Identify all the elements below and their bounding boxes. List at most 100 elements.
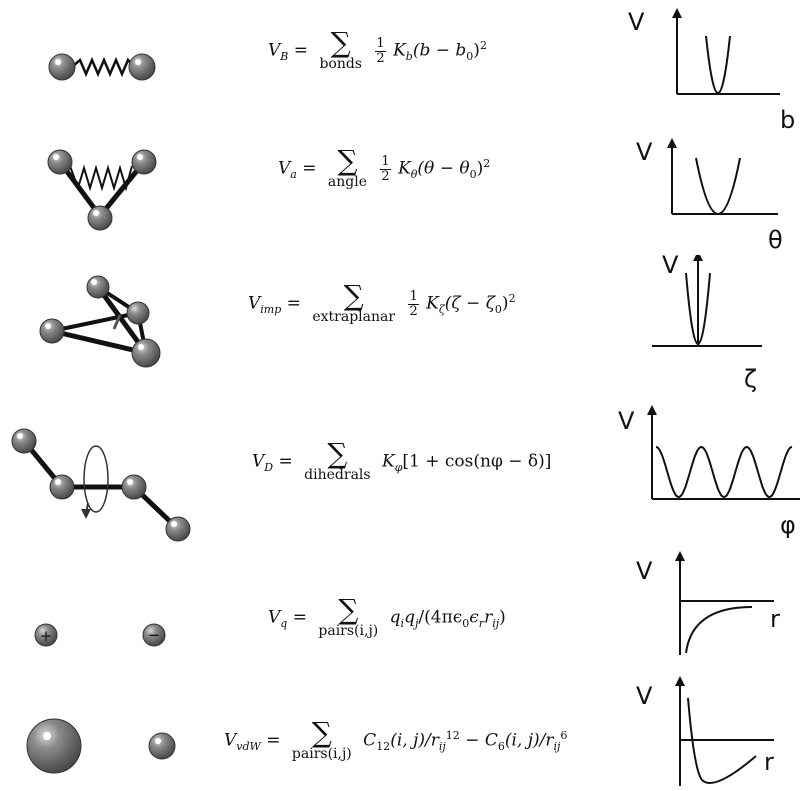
- x-axis-label: b: [780, 106, 795, 130]
- atom: [126, 301, 150, 325]
- angle-bend-molecule: [47, 149, 157, 231]
- atom-highlight: [55, 59, 61, 65]
- bond: [51, 311, 139, 333]
- coulomb-curve: [685, 606, 753, 654]
- equation-lhs: V: [268, 607, 281, 628]
- atom: [47, 149, 73, 175]
- atom-highlight: [127, 479, 133, 485]
- summation-limit: pairs(i,j): [318, 623, 379, 639]
- bond-potential-plot: V b: [628, 8, 795, 130]
- arrow-up-icon: [672, 8, 682, 18]
- atom-highlight: [137, 154, 143, 160]
- arrow-up-icon: [675, 551, 685, 561]
- harmonic-curve: [705, 35, 731, 94]
- proper-dihedral-molecule: [11, 428, 191, 542]
- force-constant: K: [398, 158, 411, 179]
- summation-limit: extraplanar: [312, 309, 396, 325]
- atom-highlight: [43, 732, 51, 740]
- atom-highlight: [17, 433, 23, 439]
- arrow-up-icon: [647, 405, 657, 415]
- y-axis-label: V: [628, 8, 645, 36]
- y-axis-label: V: [618, 407, 635, 435]
- force-constant: K: [393, 40, 406, 61]
- positive-charge-atom: [34, 623, 58, 647]
- vdw-row: VvdW = ∑pairs(i,j) C12(i, j)/rij12 − C6(…: [0, 670, 803, 791]
- force-constant: K: [426, 293, 439, 314]
- harmonic-curve: [695, 157, 741, 215]
- atom-highlight: [155, 738, 161, 744]
- y-axis-label: V: [636, 557, 653, 585]
- x-axis-label: r: [764, 748, 774, 776]
- atom-highlight: [91, 279, 97, 285]
- atom: [131, 338, 161, 368]
- summation-limit: dihedrals: [304, 467, 371, 483]
- bond-hidden: [112, 314, 122, 330]
- arrow-up-icon: [675, 676, 685, 686]
- minus-icon: −: [148, 626, 161, 644]
- lennard-jones-curve: [687, 697, 757, 784]
- bond-spring: [71, 56, 135, 78]
- dihedral-potential-plot: V φ: [618, 405, 800, 539]
- equation-lhs: V: [268, 40, 281, 61]
- coulomb-row: + − Vq = ∑pairs(i,j) qiqj/(4πϵ0ϵrrij) V …: [0, 545, 803, 670]
- atom-highlight: [93, 210, 99, 216]
- dihedral-equation: VD = ∑dihedrals Kφ[1 + cos(nφ − δ)]: [252, 437, 552, 484]
- x-axis-label: ζ: [744, 365, 757, 393]
- atom: [86, 275, 110, 299]
- y-axis-label: V: [636, 138, 653, 166]
- rotation-indicator: [83, 445, 109, 513]
- atom: [131, 149, 157, 175]
- angle-potential-plot: V θ: [636, 138, 783, 254]
- summation: ∑pairs(i,j): [318, 593, 379, 640]
- arrow-down-icon: [81, 509, 91, 519]
- summation: ∑angle: [327, 144, 367, 191]
- summation: ∑extraplanar: [312, 279, 396, 326]
- atom-highlight: [55, 479, 61, 485]
- arrow-up-icon: [667, 138, 677, 148]
- charge-pair: + −: [34, 623, 166, 647]
- y-axis-label: V: [636, 682, 653, 710]
- x-axis-label: θ: [768, 226, 783, 254]
- vdw-equation: VvdW = ∑pairs(i,j) C12(i, j)/rij12 − C6(…: [224, 716, 568, 763]
- atom: [11, 428, 37, 454]
- angle-spring: [69, 164, 133, 192]
- atom: [165, 516, 191, 542]
- summation: ∑dihedrals: [304, 437, 371, 484]
- atom-highlight: [138, 344, 144, 350]
- atom-highlight: [171, 521, 177, 527]
- force-constant: K: [381, 451, 395, 472]
- dihedral-row: VD = ∑dihedrals Kφ[1 + cos(nφ − δ)] V φ: [0, 395, 803, 545]
- atom-highlight: [53, 154, 59, 160]
- equation-lhs: V: [224, 730, 237, 751]
- large-atom: [26, 718, 82, 774]
- improper-dihedral-molecule: [39, 275, 161, 368]
- atom: [87, 205, 113, 231]
- bond-stretch-molecule: [48, 53, 156, 81]
- equation-lhs: V: [278, 158, 291, 179]
- atom: [128, 53, 156, 81]
- equation-lhs: V: [252, 451, 265, 472]
- coulomb-equation: Vq = ∑pairs(i,j) qiqj/(4πϵ0ϵrrij): [268, 593, 506, 640]
- summation: ∑pairs(i,j): [291, 716, 352, 763]
- negative-charge-atom: [142, 623, 166, 647]
- lennard-jones-pair: [26, 718, 176, 774]
- coulomb-potential-plot: V r: [636, 551, 780, 655]
- arrow-up-icon: [693, 255, 703, 261]
- improper-potential-plot: V ζ: [652, 255, 762, 393]
- summation: ∑bonds: [319, 26, 362, 73]
- atom-highlight: [45, 323, 51, 329]
- vdw-potential-plot: V r: [636, 676, 774, 786]
- small-atom: [148, 732, 176, 760]
- bond: [51, 328, 147, 356]
- harmonic-curve: [685, 272, 711, 345]
